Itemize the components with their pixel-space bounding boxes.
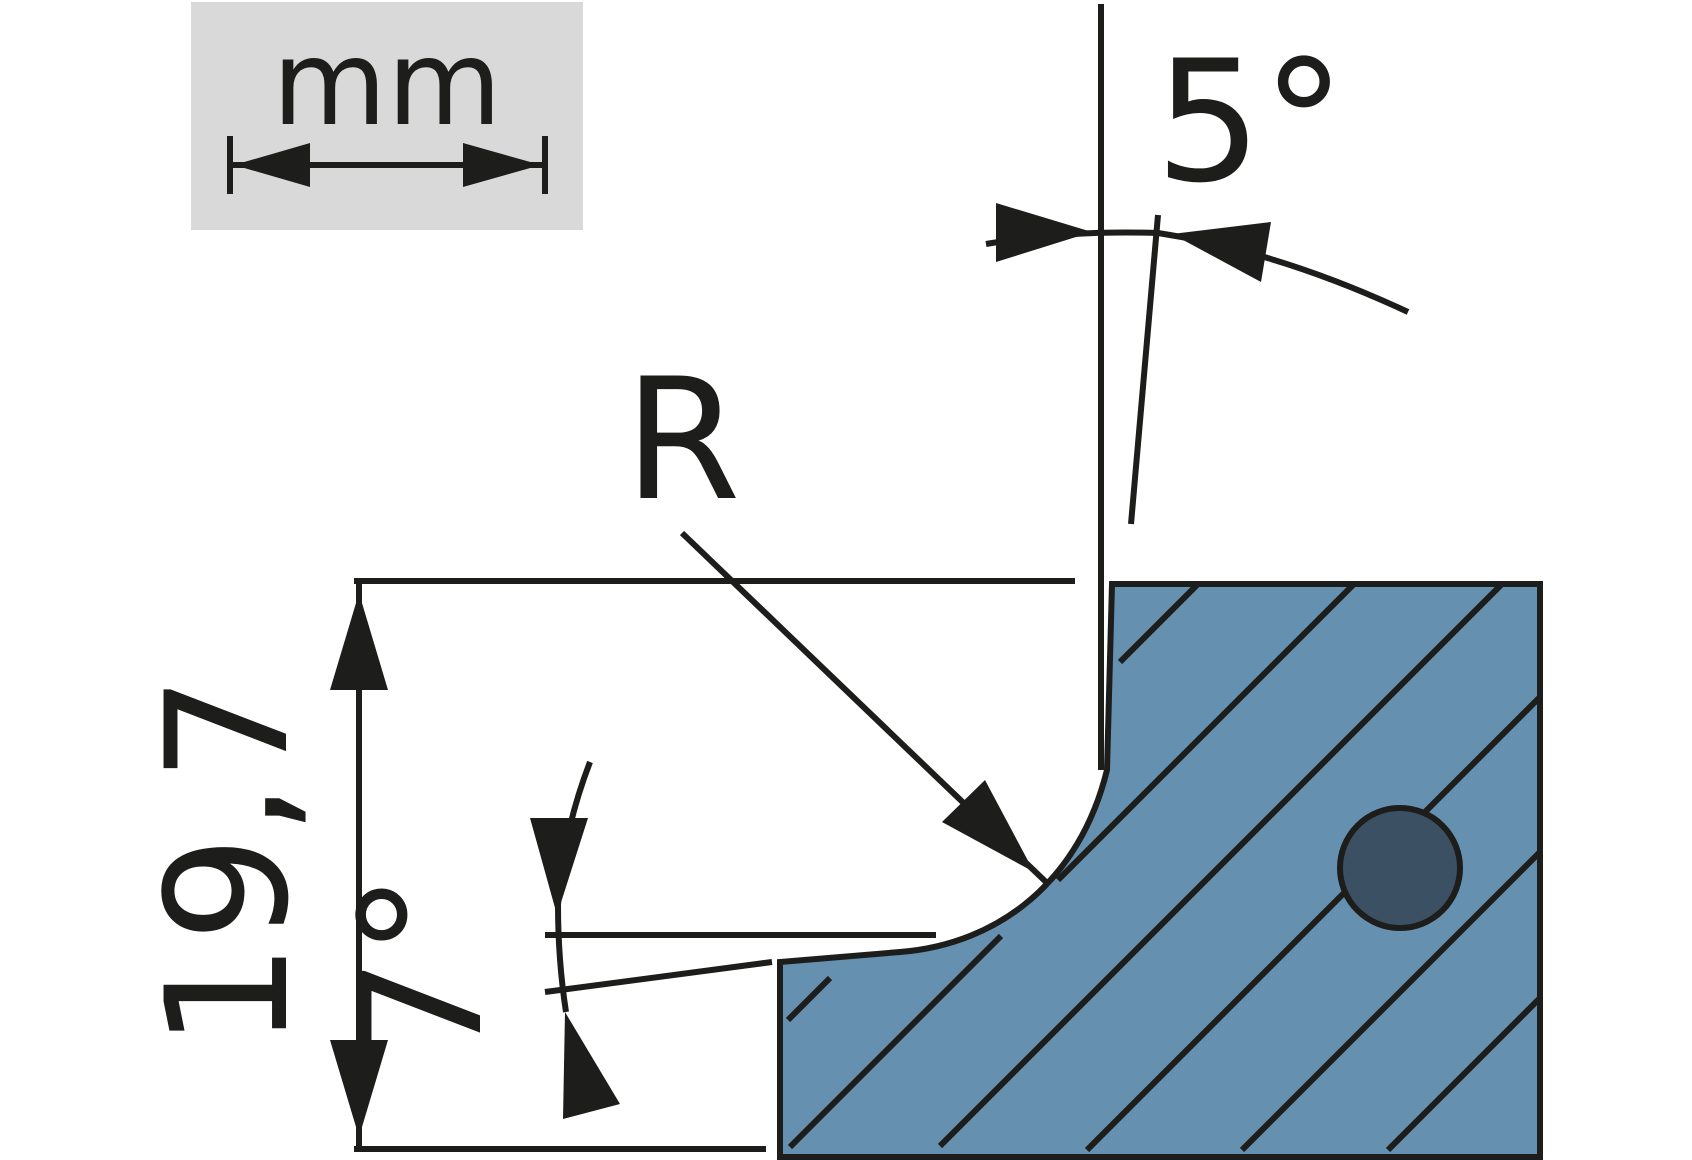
top-angle-dimension: 5° xyxy=(985,4,1410,770)
unit-legend-background xyxy=(191,2,583,230)
height-label: 19,7 xyxy=(130,675,326,1049)
radius-label: R xyxy=(624,342,741,538)
bottom-angle-top-arrow-icon xyxy=(530,818,588,915)
unit-label: mm xyxy=(272,14,502,152)
radius-dimension: R xyxy=(624,342,1049,885)
bottom-angle-label: 7° xyxy=(324,873,520,1064)
bottom-angle-dimension: 7° xyxy=(324,760,936,1119)
section-hatching xyxy=(785,584,1540,1153)
height-top-arrow-icon xyxy=(330,593,388,690)
height-dimension: 19,7 xyxy=(130,578,1075,1152)
bottom-angle-bottom-arrow-icon xyxy=(563,1012,620,1119)
cutter-block xyxy=(777,581,1543,1160)
unit-left-arrow-icon xyxy=(234,143,310,187)
inclined-reference-line xyxy=(1128,214,1161,525)
unit-legend: mm xyxy=(191,2,583,230)
top-angle-label: 5° xyxy=(1155,24,1346,220)
cutter-body xyxy=(777,581,1543,1160)
unit-right-arrow-icon xyxy=(463,143,541,187)
inclined-face-line xyxy=(544,959,773,995)
radius-arrow-icon xyxy=(942,780,1034,872)
height-bottom-arrow-icon xyxy=(330,1040,388,1137)
top-angle-right-arrow-icon xyxy=(1172,222,1271,282)
top-angle-left-arrow-icon xyxy=(996,203,1092,262)
circle-pin-icon xyxy=(1337,805,1463,931)
